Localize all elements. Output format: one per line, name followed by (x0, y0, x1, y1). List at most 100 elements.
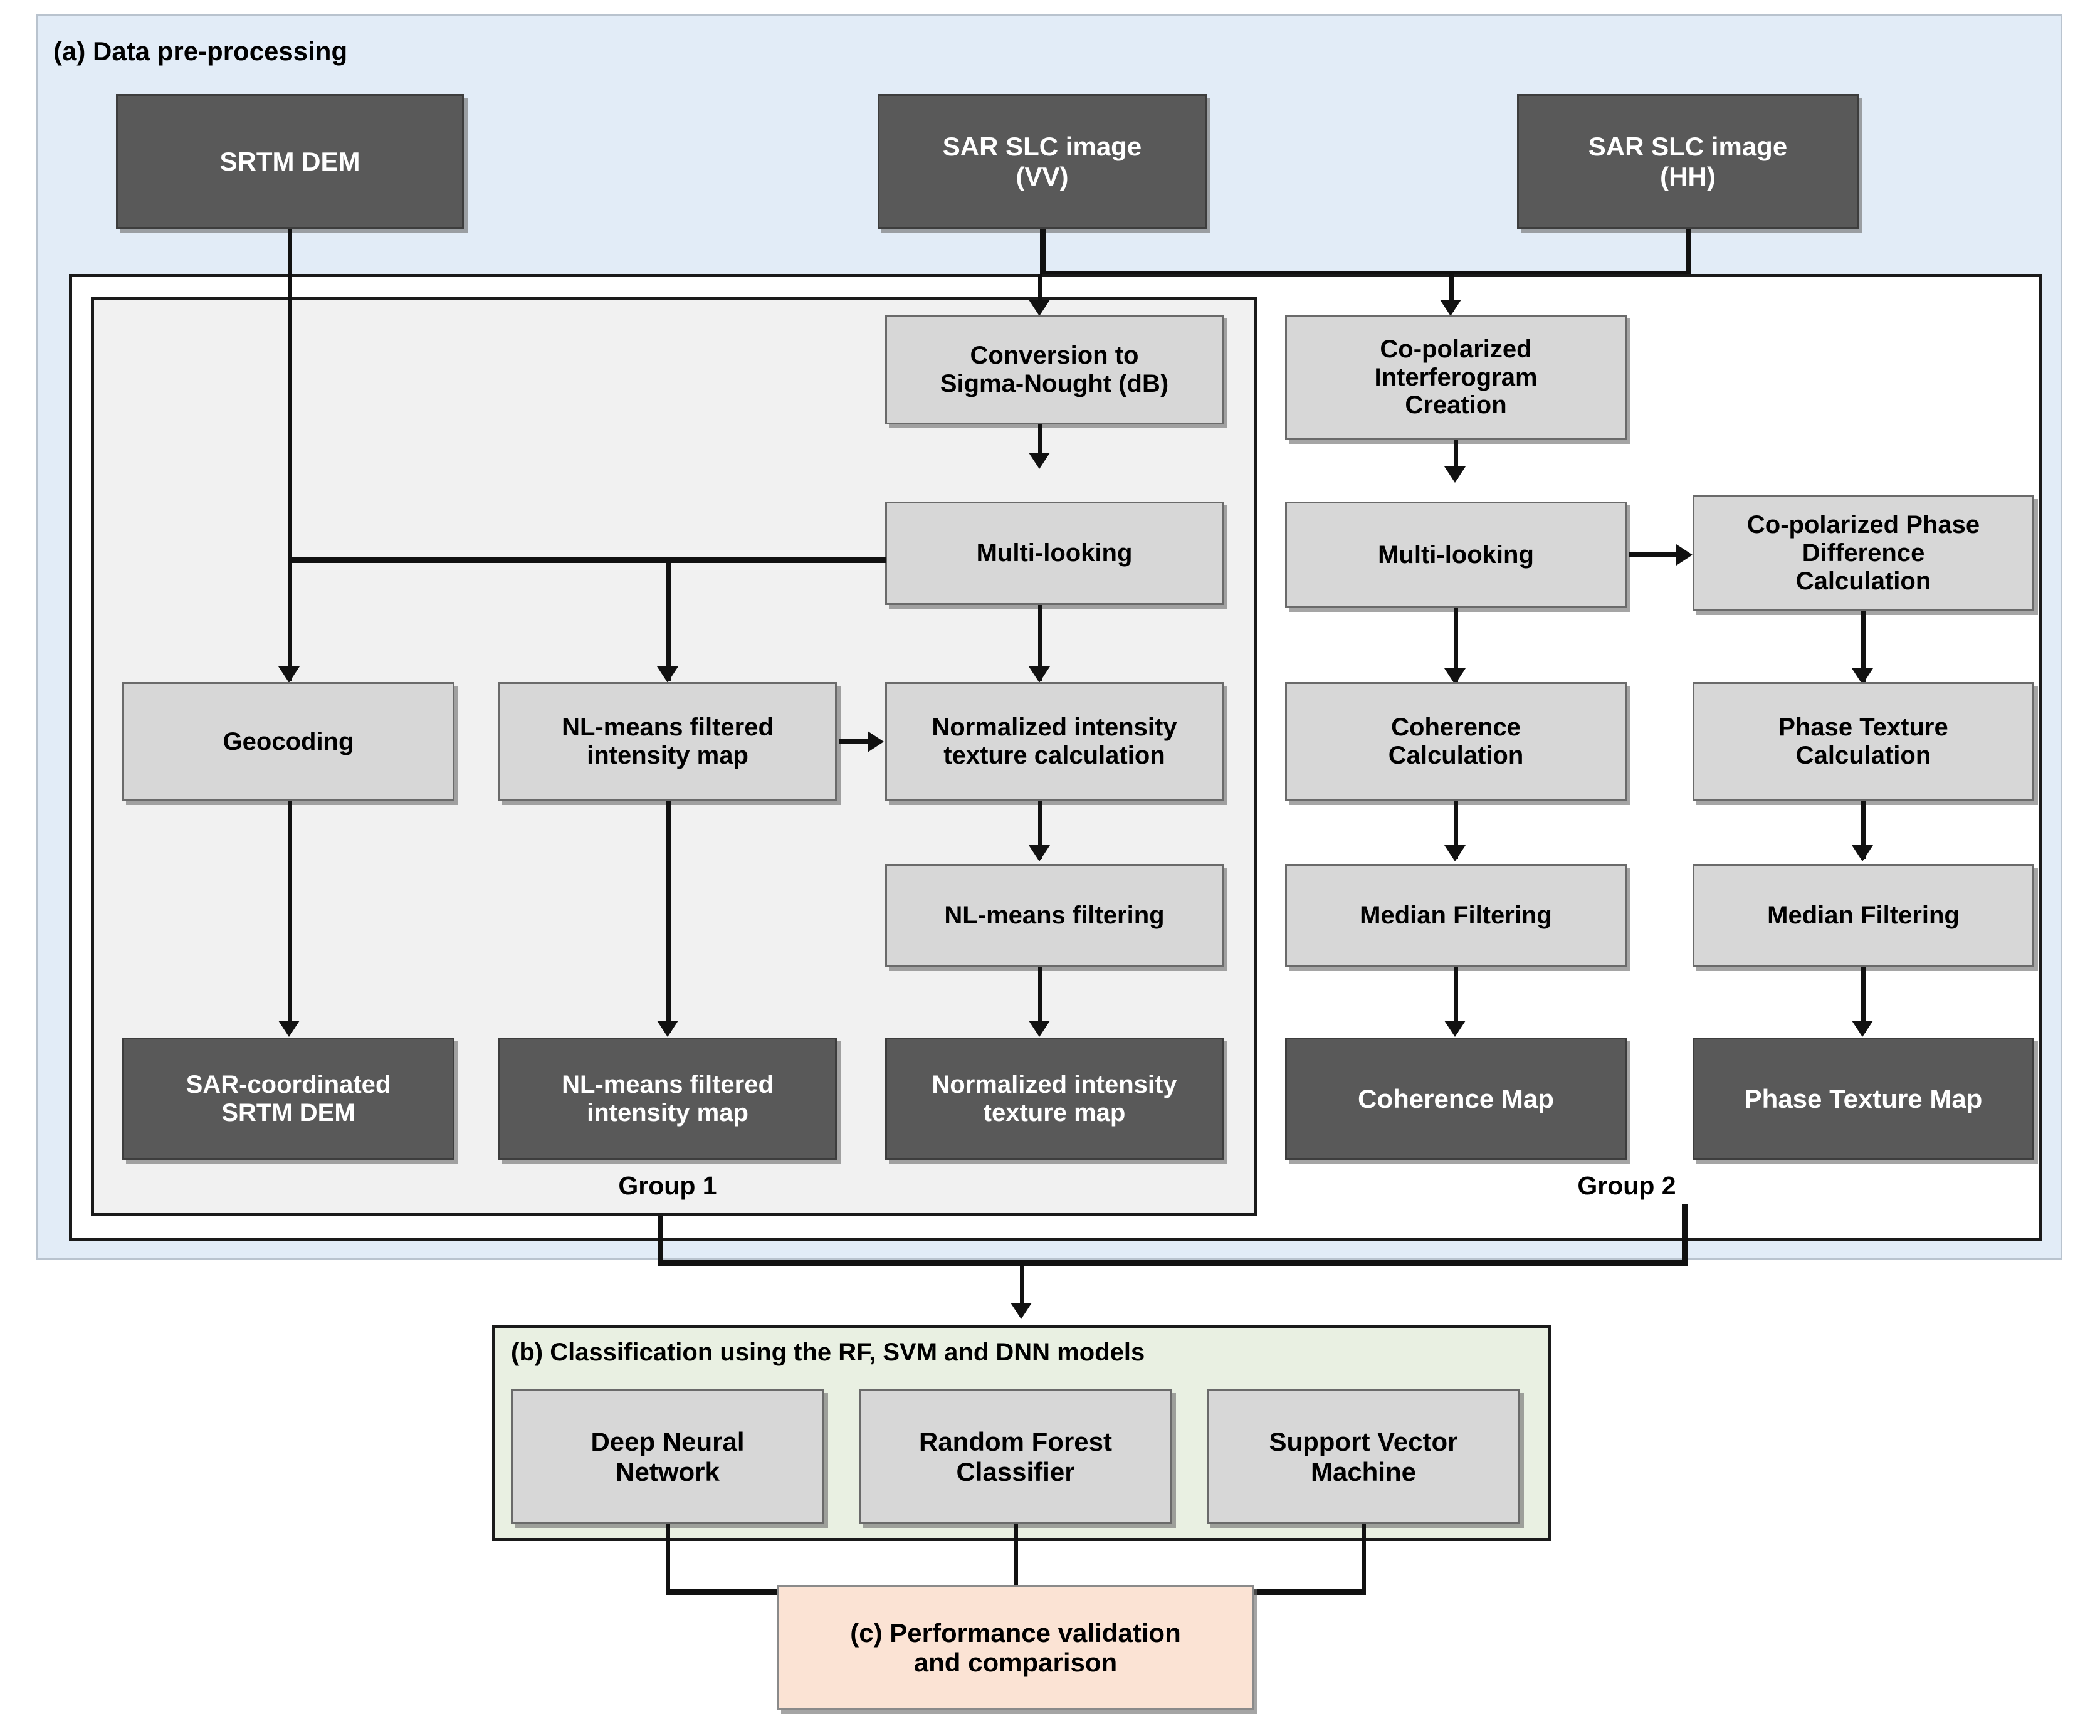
connector-dnn-down (666, 1524, 670, 1594)
connector-srtm-down (288, 229, 292, 681)
node-label-line2: Classifier (956, 1456, 1075, 1486)
connector-nlmeans-down (666, 801, 671, 1033)
arrowhead-to-sar-srtm-dem (278, 1021, 300, 1037)
connector-vv-down (1040, 229, 1046, 280)
node-support-vector-machine[interactable]: Support Vector Machine (1207, 1389, 1520, 1524)
connector-conversion-to-multilooking (1038, 424, 1042, 465)
node-srtm-dem[interactable]: SRTM DEM (116, 94, 464, 229)
node-multi-looking-g2[interactable]: Multi-looking (1285, 502, 1627, 608)
node-label-line2: (HH) (1660, 161, 1716, 191)
node-label: Median Filtering (1360, 902, 1552, 930)
node-nl-means-filtering[interactable]: NL-means filtering (885, 864, 1224, 967)
node-label-line1: SAR SLC image (942, 132, 1142, 162)
connector-group1-down (658, 1216, 663, 1265)
node-median-filtering-left[interactable]: Median Filtering (1285, 864, 1627, 967)
node-geocoding[interactable]: Geocoding (122, 682, 454, 801)
node-co-polarized-interferogram-creation[interactable]: Co-polarized Interferogram Creation (1285, 315, 1627, 440)
node-label-line2: and comparison (913, 1648, 1118, 1677)
node-label-line1: Co-polarized Phase (1746, 511, 1980, 539)
connector-bottom-bus (658, 1260, 1688, 1266)
node-label-line2: Network (616, 1456, 720, 1486)
node-conversion-to-sigma-nought[interactable]: Conversion to Sigma-Nought (dB) (885, 315, 1224, 424)
node-deep-neural-network[interactable]: Deep Neural Network (511, 1389, 824, 1524)
node-label-line1: SAR SLC image (1588, 132, 1788, 162)
node-label: NL-means filtering (944, 902, 1165, 930)
node-coherence-calculation[interactable]: Coherence Calculation (1285, 682, 1627, 801)
node-label-line1: Support Vector (1269, 1427, 1458, 1457)
section-a-label: (a) Data pre-processing (53, 36, 348, 66)
arrowhead-to-interferogram (1440, 300, 1461, 316)
connector-vv-to-conversion (1038, 274, 1042, 312)
node-label-line2: intensity map (587, 1098, 748, 1127)
node-label-line2: Machine (1310, 1456, 1417, 1486)
node-label-line1: NL-means filtered (562, 713, 774, 742)
connector-rf-down (1014, 1524, 1018, 1594)
node-random-forest-classifier[interactable]: Random Forest Classifier (859, 1389, 1172, 1524)
connector-geocoding-down (288, 801, 292, 1033)
node-performance-validation[interactable]: (c) Performance validation and compariso… (777, 1585, 1254, 1710)
node-label-line2: Calculation (1795, 742, 1931, 769)
connector-sar-bus (1040, 271, 1691, 276)
arrowhead-to-geocoding (278, 666, 300, 683)
node-label-line1: Normalized intensity (932, 1070, 1177, 1098)
node-label-line1: NL-means filtered (562, 1070, 774, 1098)
node-nl-means-filtered-intensity-map-proc[interactable]: NL-means filtered intensity map (498, 682, 837, 801)
arrowhead-to-phase-difference (1676, 544, 1693, 566)
node-co-polarized-phase-difference-calculation[interactable]: Co-polarized Phase Difference Calculatio… (1693, 495, 2034, 611)
node-label: Median Filtering (1767, 902, 1960, 930)
node-label-line1: Co-polarized (1380, 335, 1532, 363)
node-normalized-intensity-texture-calculation[interactable]: Normalized intensity texture calculation (885, 682, 1224, 801)
node-label: Geocoding (223, 727, 354, 755)
node-label-line1: Phase Texture (1778, 713, 1948, 742)
node-coherence-map[interactable]: Coherence Map (1285, 1038, 1627, 1160)
arrowhead-to-multilooking-g1 (1029, 453, 1050, 469)
node-sar-slc-vv[interactable]: SAR SLC image (VV) (878, 94, 1207, 229)
node-label-line2: Calculation (1388, 742, 1524, 769)
connector-texture-to-filtering (1038, 801, 1042, 859)
arrowhead-to-texture-map (1029, 1021, 1050, 1037)
arrowhead-to-coherence-map (1444, 1021, 1466, 1037)
node-label-line1: Normalized intensity (932, 713, 1177, 742)
arrowhead-to-conversion (1029, 300, 1050, 316)
node-label-line1: Random Forest (918, 1427, 1113, 1457)
node-label-line3: Calculation (1795, 567, 1931, 595)
node-label-line2: Difference (1802, 539, 1925, 567)
connector-phasediff-to-phasetexture (1861, 611, 1866, 685)
connector-multilooking-to-coherence (1454, 608, 1458, 685)
arrowhead-to-phase-texture-calc (1852, 668, 1873, 685)
connector-nlmeans-to-texture (839, 739, 869, 744)
node-nl-means-filtered-intensity-map-out[interactable]: NL-means filtered intensity map (498, 1038, 837, 1160)
node-sar-slc-hh[interactable]: SAR SLC image (HH) (1517, 94, 1859, 229)
connector-coherence-to-median (1454, 801, 1458, 859)
node-label-line1: Deep Neural (591, 1427, 745, 1457)
node-label-line2: SRTM DEM (221, 1098, 355, 1127)
connector-bus-to-classification (1020, 1260, 1024, 1315)
group1-tag: Group 1 (618, 1171, 717, 1200)
arrowhead-to-texture-calc-side (868, 731, 884, 752)
arrowhead-to-coherence-calc (1444, 668, 1466, 685)
node-label: Phase Texture Map (1744, 1083, 1983, 1113)
node-label-line1: Coherence (1391, 713, 1521, 742)
node-label: Multi-looking (1378, 540, 1534, 569)
connector-hh-down (1686, 229, 1691, 276)
arrowhead-to-median-left (1444, 845, 1466, 861)
node-label-line1: (c) Performance validation (850, 1618, 1181, 1648)
arrowhead-to-nlmeans-map (657, 666, 678, 683)
connector-bus-to-nlmeans (666, 557, 671, 681)
connector-svm-down (1362, 1524, 1366, 1594)
node-multi-looking-g1[interactable]: Multi-looking (885, 502, 1224, 605)
group2-tag: Group 2 (1577, 1171, 1676, 1200)
connector-group2-down (1682, 1204, 1688, 1265)
node-median-filtering-right[interactable]: Median Filtering (1693, 864, 2034, 967)
node-label-line3: Creation (1405, 391, 1507, 419)
node-normalized-intensity-texture-map[interactable]: Normalized intensity texture map (885, 1038, 1224, 1160)
arrowhead-to-nlmeans-out (657, 1021, 678, 1037)
connector-multilooking-bus (288, 557, 886, 563)
node-sar-coordinated-srtm-dem[interactable]: SAR-coordinated SRTM DEM (122, 1038, 454, 1160)
node-label-line2: (VV) (1016, 161, 1069, 191)
node-label-line1: Conversion to (970, 341, 1139, 369)
node-phase-texture-map[interactable]: Phase Texture Map (1693, 1038, 2034, 1160)
node-phase-texture-calculation[interactable]: Phase Texture Calculation (1693, 682, 2034, 801)
arrowhead-to-nlmeans-filtering (1029, 845, 1050, 861)
